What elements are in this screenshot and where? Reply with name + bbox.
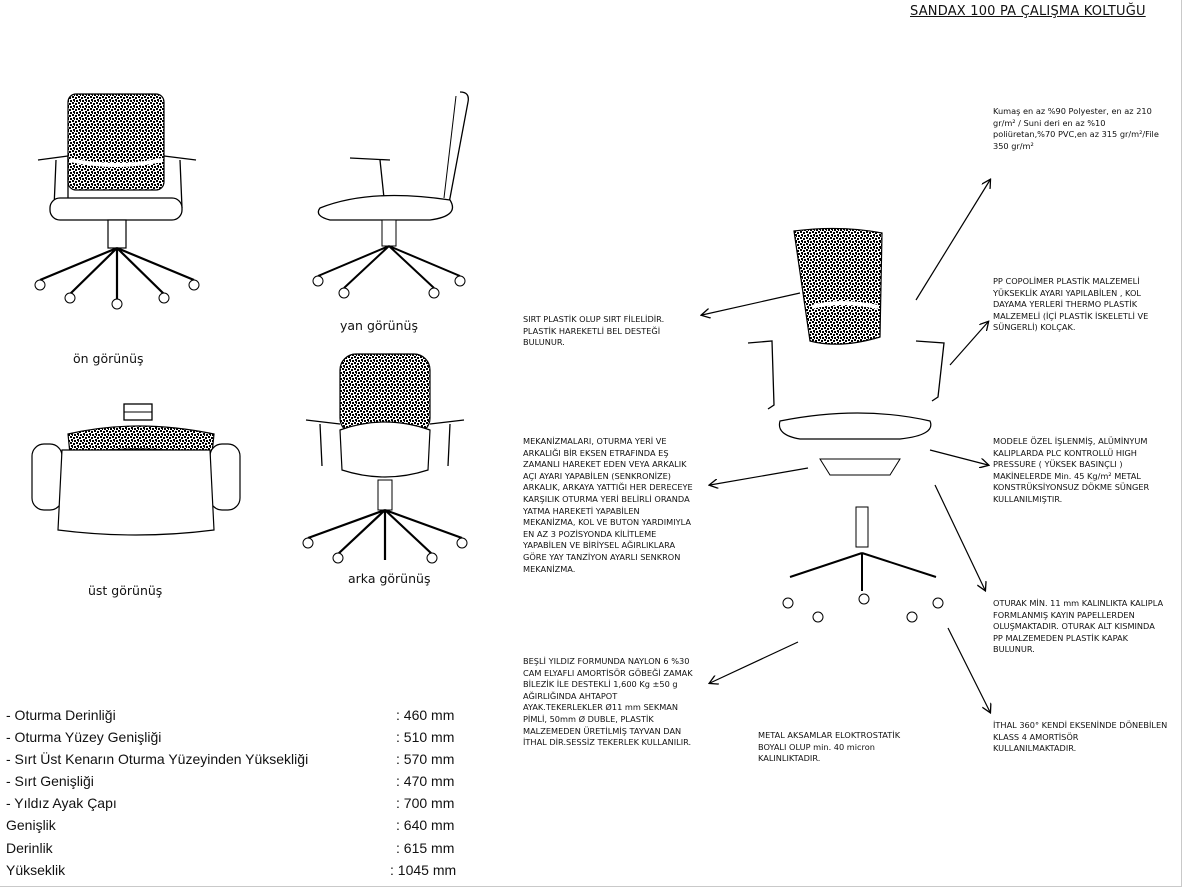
mechanism-note-line: YAPABİLEN VE BİRİYSEL AĞIRLIKLARA — [523, 540, 676, 551]
spec-value: : 700 mm — [396, 795, 455, 812]
mechanism-note-line: ARKALIĞI BİR EKSEN ETRAFINDA EŞ — [523, 447, 669, 458]
metal-note: METAL AKSAMLAR ELOKTROSTATİK BOYALI OLUP… — [758, 730, 900, 765]
spec-row: - Oturma Derinliği : 460 mm — [6, 707, 476, 729]
dimension-specs: - Oturma Derinliği : 460 mm - Oturma Yüz… — [6, 707, 476, 884]
spec-name: - Sırt Genişliği — [6, 773, 94, 790]
spec-value: : 1045 mm — [390, 861, 457, 878]
seat-note-line: PP MALZEMEDEN PLASTİK KAPAK — [993, 632, 1129, 643]
gaslift-note-line: İTHAL 360° KENDİ EKSENİNDE DÖNEBİLEN — [993, 720, 1168, 730]
seat-note-line: BULUNUR. — [993, 644, 1035, 655]
base-note: BEŞLİ YILDIZ FORMUNDA NAYLON 6 %30 CAM E… — [523, 656, 693, 749]
seat-note-line: OLUŞMAKTADIR. OTURAK ALT KISMINDA — [993, 621, 1155, 632]
chair-front-view — [34, 93, 200, 310]
fabric-note-line: poliüretan,%70 PVC,en az 315 gr/m²/File — [993, 129, 1159, 140]
seat-note-line: FORMLANMIŞ KAYIN PAPELLERDEN — [993, 609, 1135, 620]
aluminum-note: MODELE ÖZEL İŞLENMİŞ, ALÜMİNYUM KALIPLAR… — [993, 436, 1149, 506]
armrest-note-line: MALZEMELİ (İÇİ PLASTİK İSKELETLİ VE — [993, 310, 1149, 321]
backrest-note-line: SIRT PLASTİK OLUP SIRT FİLELİDİR. — [523, 314, 665, 324]
side-view-label: yan görünüş — [340, 318, 418, 333]
aluminum-note-line: MAKİNELERDE Min. 45 Kg/m² METAL — [993, 470, 1141, 481]
spec-name: Derinlik — [6, 839, 53, 856]
base-note-line: PİMLİ, 50mm Ø DUBLE, PLASTİK — [523, 713, 654, 724]
metal-note-line: BOYALI OLUP min. 40 micron — [758, 741, 875, 752]
mechanism-note-line: GÖRE YAY TANZİYON AYARLI SENKRON — [523, 551, 681, 562]
base-note-line: AYAK.TEKERLEKLER Ø11 mm SEKMAN — [523, 702, 678, 713]
back-view-label: arka görünüş — [348, 571, 431, 586]
spec-value: : 510 mm — [396, 729, 455, 746]
mechanism-note-line: MEKANİZMA. — [523, 563, 576, 574]
spec-name: - Yıldız Ayak Çapı — [6, 795, 117, 812]
mechanism-note-line: YATMA HAREKETİ YAPABİLEN — [523, 505, 640, 516]
spec-name: - Oturma Yüzey Genişliği — [6, 729, 162, 746]
armrest-note-line: SÜNGERLİ) KOLÇAK. — [993, 322, 1076, 333]
armrest-note: PP COPOLİMER PLASTİK MALZEMELİ YÜKSEKLİK… — [993, 276, 1148, 334]
top-view-label: üst görünüş — [88, 583, 163, 598]
backrest-note-line: BULUNUR. — [523, 337, 565, 348]
front-view-label: ön görünüş — [73, 351, 144, 366]
mechanism-note: MEKANİZMALARI, OTURMA YERİ VE ARKALIĞI B… — [523, 436, 693, 575]
armrest-note-line: DAYAMA YERLERİ THERMO PLASTİK — [993, 299, 1138, 310]
mechanism-note-line: EN AZ 3 POZİSYONDA KİLİTLEME — [523, 528, 657, 539]
spec-row: - Sırt Üst Kenarın Oturma Yüzeyinden Yük… — [6, 751, 476, 773]
spec-row: Yükseklik : 1045 mm — [6, 862, 476, 884]
base-note-line: MALZEMEDEN ÜRETİLMİŞ TAYVAN DAN — [523, 725, 682, 736]
spec-value: : 570 mm — [396, 751, 455, 768]
aluminum-note-line: PRESSURE ( YÜKSEK BASINÇLI ) — [993, 459, 1123, 470]
armrest-note-line: YÜKSEKLİK AYARI YAPILABİLEN , KOL — [993, 287, 1141, 298]
fabric-note-line: 350 gr/m² — [993, 140, 1034, 151]
spec-value: : 470 mm — [396, 773, 455, 790]
chair-top-view — [31, 403, 241, 536]
spec-value: : 460 mm — [396, 707, 455, 723]
metal-note-line: METAL AKSAMLAR ELOKTROSTATİK — [758, 730, 901, 740]
spec-row: - Oturma Yüzey Genişliği : 510 mm — [6, 729, 476, 751]
base-note-line: BİLEZİK İLE DESTEKLİ 1,600 Kg ±50 g — [523, 679, 678, 690]
fabric-note-line: Kumaş en az %90 Polyester, en az 210 — [993, 106, 1152, 116]
armrest-note-line: PP COPOLİMER PLASTİK MALZEMELİ — [993, 276, 1140, 286]
aluminum-note-line: KONSTRÜKSİYONSUZ DÖKME SÜNGER — [993, 482, 1150, 493]
fabric-note: Kumaş en az %90 Polyester, en az 210 gr/… — [993, 106, 1159, 152]
base-note-line: AĞIRLIĞINDA AHTAPOT — [523, 690, 618, 701]
gaslift-note-line: KLASS 4 AMORTİSÖR — [993, 731, 1079, 742]
base-note-line: İTHAL DİR.SESSİZ TEKERLEK KULLANILIR. — [523, 737, 692, 748]
mechanism-note-line: ARKALIK, ARKAYA YATTIĞI HER DERECEYE — [523, 482, 693, 493]
spec-name: - Sırt Üst Kenarın Oturma Yüzeyinden Yük… — [6, 751, 309, 768]
chair-back-view — [302, 353, 468, 564]
mechanism-note-line: KARŞILIK OTURMA YERİ BELİRLİ ORANDA — [523, 493, 690, 504]
aluminum-note-line: KULLANILMIŞTIR. — [993, 493, 1063, 504]
mechanism-note-line: ZAMANLI HAREKET EDEN VEYA ARKALIK — [523, 459, 687, 470]
backrest-note: SIRT PLASTİK OLUP SIRT FİLELİDİR. PLASTİ… — [523, 314, 664, 349]
chair-exploded-view — [747, 227, 945, 623]
metal-note-line: KALINLIKTADIR. — [758, 753, 821, 764]
spec-value: : 640 mm — [396, 817, 455, 834]
spec-row: Derinlik : 615 mm — [6, 840, 476, 862]
aluminum-note-line: MODELE ÖZEL İŞLENMİŞ, ALÜMİNYUM — [993, 436, 1148, 446]
spec-name: Yükseklik — [6, 861, 66, 878]
gaslift-note: İTHAL 360° KENDİ EKSENİNDE DÖNEBİLEN KLA… — [993, 720, 1167, 755]
gaslift-note-line: KULLANILMAKTADIR. — [993, 743, 1077, 754]
page-title: SANDAX 100 PA ÇALIŞMA KOLTUĞU — [910, 4, 1146, 19]
fabric-note-line: gr/m² / Suni deri en az %10 — [993, 117, 1106, 128]
aluminum-note-line: KALIPLARDA PLC KONTROLLÜ HIGH — [993, 447, 1137, 458]
spec-value: : 615 mm — [396, 839, 455, 856]
mechanism-note-line: MEKANİZMALARI, OTURMA YERİ VE — [523, 436, 667, 446]
backrest-note-line: PLASTİK HAREKETLİ BEL DESTEĞİ — [523, 325, 661, 336]
mechanism-note-line: MEKANİZMA, KOL VE BUTON YARDIMIYLA — [523, 517, 691, 528]
seat-note-line: OTURAK MİN. 11 mm KALINLIKTA KALIPLA — [993, 598, 1164, 608]
mechanism-note-line: AÇI AYARI YAPABİLEN (SENKRONİZE) — [523, 470, 672, 481]
base-note-line: BEŞLİ YILDIZ FORMUNDA NAYLON 6 %30 — [523, 656, 690, 666]
spec-row: - Yıldız Ayak Çapı : 700 mm — [6, 795, 476, 817]
spec-name: Genişlik — [6, 817, 56, 834]
base-note-line: CAM ELYAFLI AMORTİSÖR GÖBEĞİ ZAMAK — [523, 667, 693, 678]
spec-row: Genişlik : 640 mm — [6, 817, 476, 839]
spec-name: - Oturma Derinliği — [6, 707, 116, 723]
seat-note: OTURAK MİN. 11 mm KALINLIKTA KALIPLA FOR… — [993, 598, 1163, 656]
spec-row: - Sırt Genişliği : 470 mm — [6, 773, 476, 795]
chair-side-view — [312, 91, 469, 299]
